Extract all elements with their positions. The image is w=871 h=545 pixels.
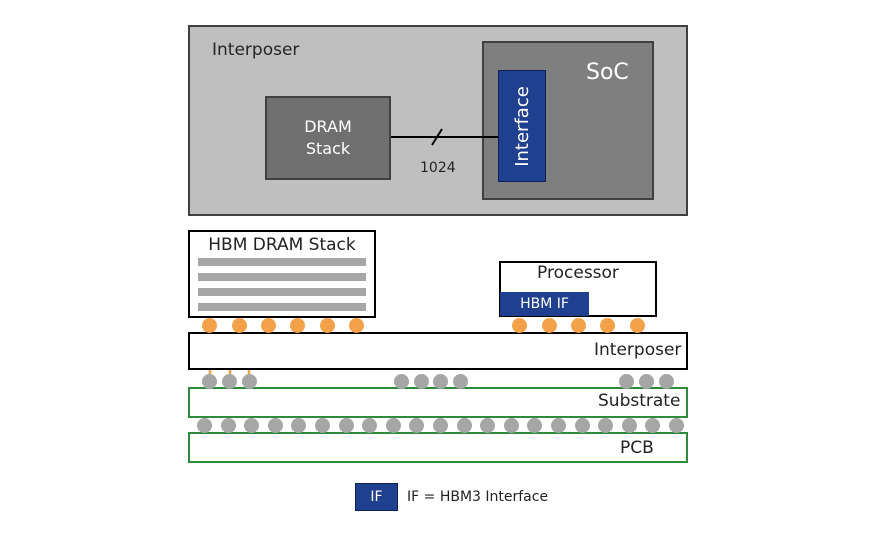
interface-block: Interface: [498, 70, 546, 182]
bga-ball: [480, 418, 496, 433]
bga-ball: [385, 418, 401, 433]
microbump: [349, 318, 364, 333]
c4-bump: [414, 374, 429, 389]
dram-label-line2: Stack: [305, 139, 351, 158]
pcb-layer: [188, 432, 688, 463]
dram-die-layer: [198, 288, 366, 296]
microbump: [571, 318, 586, 333]
bga-ball: [645, 418, 661, 433]
substrate-layer-label: Substrate: [598, 391, 681, 411]
hbm-if-block: HBM IF: [500, 292, 589, 316]
c4-bump: [242, 374, 257, 389]
bga-ball: [338, 418, 354, 433]
bga-ball: [574, 418, 590, 433]
dram-die-layer: [198, 303, 366, 311]
microbump: [630, 318, 645, 333]
bga-ball: [433, 418, 448, 433]
dram-die-layer: [198, 258, 366, 266]
c4-bump: [222, 374, 237, 389]
dram-die-layer: [198, 273, 366, 281]
bga-ball: [598, 418, 614, 433]
bga-ball: [267, 418, 283, 433]
c4-bump: [433, 374, 448, 389]
bga-ball: [503, 418, 519, 433]
bga-ball: [409, 418, 425, 433]
c4-bump: [639, 374, 654, 389]
microbump: [232, 318, 247, 333]
microbump: [600, 318, 615, 333]
c4-bump: [659, 374, 674, 389]
bus-slash: [431, 128, 443, 146]
bga-ball: [669, 418, 684, 433]
bga-ball: [621, 418, 637, 433]
bga-ball: [551, 418, 566, 433]
bga-ball: [315, 418, 330, 433]
c4-bump: [394, 374, 409, 389]
interposer-layer: [188, 332, 688, 370]
pcb-layer-label: PCB: [620, 438, 654, 458]
c4-bump: [619, 374, 634, 389]
bga-ball: [456, 418, 472, 433]
c4-bump: [202, 374, 217, 389]
soc-label: SoC: [586, 60, 629, 85]
legend-key: IF: [355, 483, 398, 511]
legend-key-label: IF: [370, 489, 383, 505]
microbump: [290, 318, 305, 333]
microbump: [261, 318, 276, 333]
hbm-if-label: HBM IF: [520, 296, 569, 312]
hbm-stack-label: HBM DRAM Stack: [208, 235, 356, 255]
bga-ball: [527, 418, 543, 433]
bga-ball: [291, 418, 307, 433]
interposer-block-label: Interposer: [212, 40, 300, 60]
c4-bump: [453, 374, 468, 389]
microbump: [512, 318, 527, 333]
bga-ball: [244, 418, 260, 433]
processor-label: Processor: [537, 263, 619, 283]
bga-ball: [362, 418, 378, 433]
legend-text: IF = HBM3 Interface: [407, 489, 549, 505]
dram-stack-block: DRAM Stack: [265, 96, 391, 180]
dram-label-line1: DRAM: [304, 117, 352, 136]
bus-width-label: 1024: [420, 160, 456, 176]
bga-ball: [220, 418, 236, 433]
microbump: [202, 318, 217, 333]
bga-ball: [197, 418, 212, 433]
microbump: [320, 318, 335, 333]
interposer-layer-label: Interposer: [594, 340, 682, 360]
microbump: [542, 318, 557, 333]
